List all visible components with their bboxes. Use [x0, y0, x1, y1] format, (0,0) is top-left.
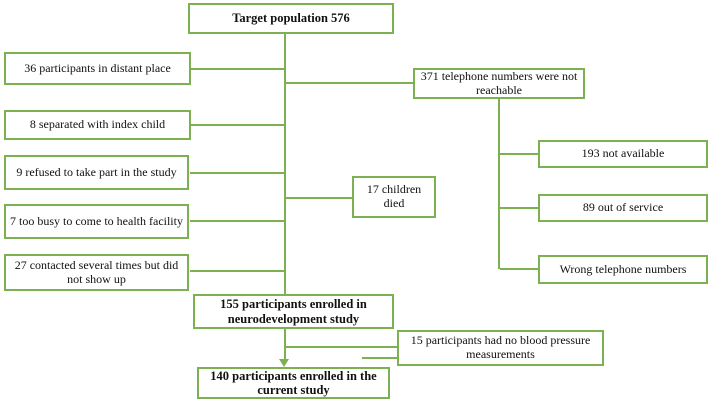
- node-separated-index-child: 8 separated with index child: [4, 110, 191, 140]
- node-no-blood-pressure: 15 participants had no blood pressure me…: [397, 330, 604, 366]
- node-too-busy: 7 too busy to come to health facility: [4, 204, 189, 239]
- connector-to-died: [286, 197, 352, 199]
- node-out-of-service: 89 out of service: [538, 194, 708, 222]
- node-enrolled-current-study: 140 participants enrolled in the current…: [197, 367, 390, 399]
- connector-main-trunk: [284, 34, 286, 294]
- connector-unreachable-trunk: [498, 99, 500, 269]
- connector-to-notavail: [500, 153, 538, 155]
- connector-nobp-return: [362, 357, 398, 359]
- node-refused-to-take-part: 9 refused to take part in the study: [4, 155, 189, 190]
- connector-to-separated: [191, 124, 284, 126]
- connector-neuro-to-current: [284, 329, 286, 360]
- connector-to-unreachable: [286, 82, 413, 84]
- node-numbers-not-reachable: 371 telephone numbers were not reachable: [413, 68, 585, 99]
- node-wrong-telephone-numbers: Wrong telephone numbers: [538, 255, 708, 284]
- node-enrolled-neurodevelopment-study: 155 participants enrolled in neurodevelo…: [193, 294, 394, 329]
- node-children-died: 17 children died: [352, 176, 436, 218]
- connector-to-distant: [191, 68, 284, 70]
- node-distant-place: 36 participants in distant place: [4, 52, 191, 85]
- node-not-available: 193 not available: [538, 140, 708, 168]
- node-did-not-show-up: 27 contacted several times but did not s…: [4, 254, 189, 291]
- connector-to-refused: [190, 172, 284, 174]
- connector-to-wrongnum: [500, 268, 538, 270]
- node-target-population: Target population 576: [188, 3, 394, 34]
- connector-to-outservice: [500, 207, 538, 209]
- connector-to-noshow: [190, 270, 284, 272]
- connector-to-nobp: [286, 346, 398, 348]
- arrowhead-down-icon: [279, 359, 289, 367]
- connector-to-busy: [190, 220, 284, 222]
